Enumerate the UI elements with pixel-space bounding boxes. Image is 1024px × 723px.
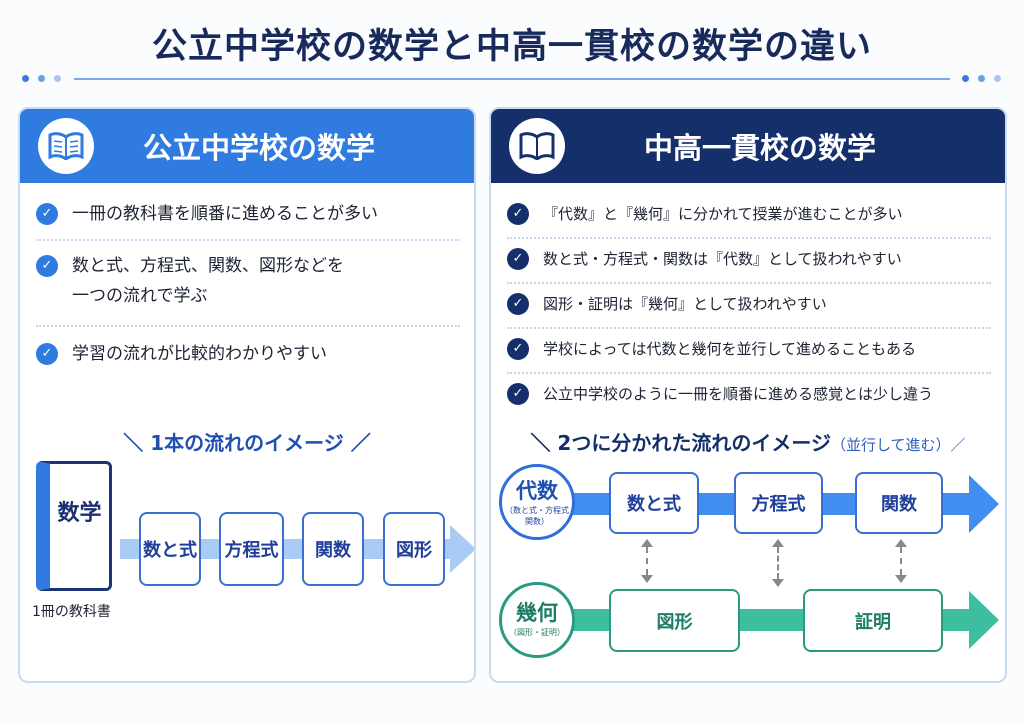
parallel-connector: [641, 539, 653, 583]
algebra-circle: 代数 （数と式・方程式 関数）: [499, 464, 575, 540]
divider: [507, 372, 991, 374]
geometry-label: 幾何: [516, 601, 558, 625]
step-box: 図形: [383, 512, 445, 586]
arrow-head: [969, 591, 999, 649]
check-icon: ✓: [507, 248, 529, 270]
geometry-circle: 幾何 （図形・証明）: [499, 582, 575, 658]
textbook-icon: 数学: [36, 461, 112, 591]
bullet-item: ✓ 公立中学校のように一冊を順番に進める感覚とは少し違う: [507, 374, 991, 417]
parallel-connector: [772, 539, 784, 587]
panel-title: 中高一貫校の数学: [643, 131, 876, 165]
check-icon: ✓: [507, 293, 529, 315]
flow-subtitle: ＼ 2つに分かれた流れのイメージ（並行して進む）／: [491, 427, 1005, 456]
open-book-icon: [38, 118, 94, 174]
decor-dot: [994, 75, 1001, 82]
bullet-text: 数と式、方程式、関数、図形などを 一つの流れで学ぶ: [72, 256, 344, 306]
flow-subtitle: ＼ 1本の流れのイメージ ／: [123, 431, 371, 455]
check-icon: ✓: [507, 338, 529, 360]
bullet-list: ✓ 『代数』と『幾何』に分かれて授業が進むことが多い ✓ 数と式・方程式・関数は『代…: [507, 199, 991, 417]
step-box: 方程式: [219, 512, 284, 586]
check-icon: ✓: [36, 255, 58, 277]
arrow-head: [969, 475, 999, 533]
bullet-item: ✓ 『代数』と『幾何』に分かれて授業が進むことが多い: [507, 199, 991, 237]
arrow-head: [450, 525, 474, 573]
decor-dot: [22, 75, 29, 82]
bullet-item: ✓ 一冊の教科書を順番に進めることが多い: [36, 199, 460, 239]
divider: [507, 237, 991, 239]
decor-dot: [962, 75, 969, 82]
parallel-connector: [895, 539, 907, 583]
check-icon: ✓: [36, 343, 58, 365]
decor-dot: [54, 75, 61, 82]
flow-subtitle-note: （並行して進む）／: [830, 436, 966, 454]
step-box: 数と式: [139, 512, 201, 586]
geometry-note: （図形・証明）: [509, 628, 565, 637]
step-box: 関数: [302, 512, 364, 586]
integrated-school-panel: 中高一貫校の数学 ✓ 『代数』と『幾何』に分かれて授業が進むことが多い ✓ 数と式・…: [489, 107, 1007, 683]
algebra-step: 関数: [855, 472, 943, 534]
divider: [507, 282, 991, 284]
bullet-list: ✓ 一冊の教科書を順番に進めることが多い ✓ 数と式、方程式、関数、図形などを 一つ…: [36, 199, 460, 369]
public-school-panel: 公立中学校の数学 ✓ 一冊の教科書を順番に進めることが多い ✓ 数と式、方程式、関数…: [18, 107, 476, 683]
flow-arrow: [120, 539, 450, 559]
geometry-step: 図形: [609, 589, 740, 652]
panel-title: 公立中学校の数学: [142, 131, 375, 165]
bullet-item: ✓ 学習の流れが比較的わかりやすい: [36, 327, 460, 369]
bullet-item: ✓ 数と式、方程式、関数、図形などを 一つの流れで学ぶ: [36, 241, 460, 325]
divider: [507, 327, 991, 329]
algebra-note: （数と式・方程式 関数）: [505, 506, 569, 526]
divider: [36, 325, 460, 327]
check-icon: ✓: [507, 383, 529, 405]
book-caption: 1冊の教科書: [32, 604, 111, 620]
bullet-item: ✓ 図形・証明は『幾何』として扱われやすい: [507, 284, 991, 327]
bullet-text: 『代数』と『幾何』に分かれて授業が進むことが多い: [543, 205, 903, 223]
bullet-text: 学校によっては代数と幾何を並行して進めることもある: [543, 340, 917, 358]
check-icon: ✓: [36, 203, 58, 225]
algebra-step: 方程式: [734, 472, 823, 534]
bullet-item: ✓ 学校によっては代数と幾何を並行して進めることもある: [507, 329, 991, 372]
panel-header: 中高一貫校の数学: [491, 109, 1005, 183]
decor-dot: [978, 75, 985, 82]
divider: [36, 239, 460, 241]
flow-subtitle-main: ＼ 2つに分かれた流れのイメージ: [530, 431, 831, 455]
open-book-icon: [509, 118, 565, 174]
page-title: 公立中学校の数学と中高一貫校の数学の違い: [151, 27, 872, 67]
bullet-text: 数と式・方程式・関数は『代数』として扱われやすい: [543, 250, 902, 268]
algebra-step: 数と式: [609, 472, 699, 534]
bullet-text: 公立中学校のように一冊を順番に進める感覚とは少し違う: [543, 385, 934, 403]
algebra-label: 代数: [516, 479, 558, 503]
bullet-item: ✓ 数と式・方程式・関数は『代数』として扱われやすい: [507, 239, 991, 282]
bullet-text: 一冊の教科書を順番に進めることが多い: [72, 204, 378, 224]
geometry-step: 証明: [803, 589, 943, 652]
panel-header: 公立中学校の数学: [20, 109, 474, 183]
title-divider: [74, 78, 950, 80]
check-icon: ✓: [507, 203, 529, 225]
bullet-text: 図形・証明は『幾何』として扱われやすい: [543, 295, 827, 313]
decor-dot: [38, 75, 45, 82]
bullet-text: 学習の流れが比較的わかりやすい: [72, 344, 327, 364]
